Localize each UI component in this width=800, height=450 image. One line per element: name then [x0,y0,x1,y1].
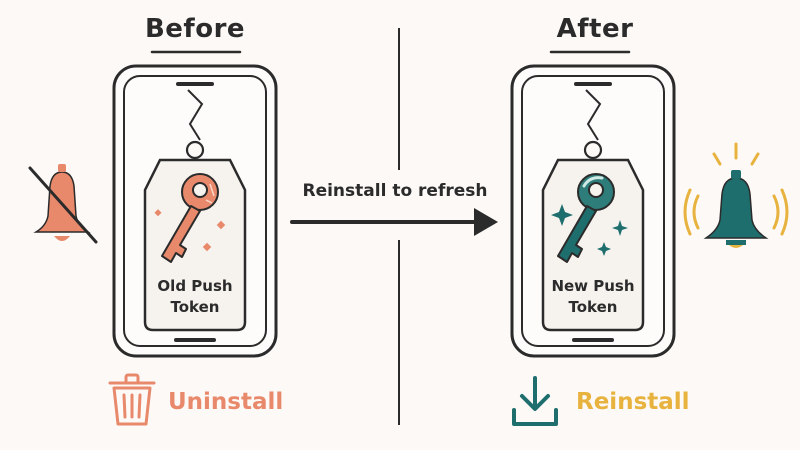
tag-before [143,140,247,332]
trash-icon [108,373,156,426]
new-key-sparkles [551,204,628,256]
heading-after: After [556,14,634,44]
transition-arrow [290,208,498,236]
tag-string-after [585,89,602,141]
new-token-line1: New Push [551,277,635,295]
download-icon [512,376,558,426]
new-token-label: New Push Token [538,276,648,318]
tag-string-before [187,89,204,141]
uninstall-label: Uninstall [168,389,284,415]
key-icon [557,173,615,263]
tag-after [541,140,645,332]
bell-off-icon [28,164,98,244]
bell-ring-lines [683,142,789,236]
old-token-label: Old Push Token [140,276,250,318]
old-key-sparkles [154,209,226,252]
transition-label: Reinstall to refresh [302,181,488,201]
reinstall-label: Reinstall [576,389,690,415]
heading-before: Before [144,14,246,44]
key-icon [161,173,219,263]
new-token-line2: Token [568,298,618,316]
old-token-line1: Old Push [157,277,233,295]
old-token-line2: Token [170,298,220,316]
bell-ringing-icon [703,170,769,248]
